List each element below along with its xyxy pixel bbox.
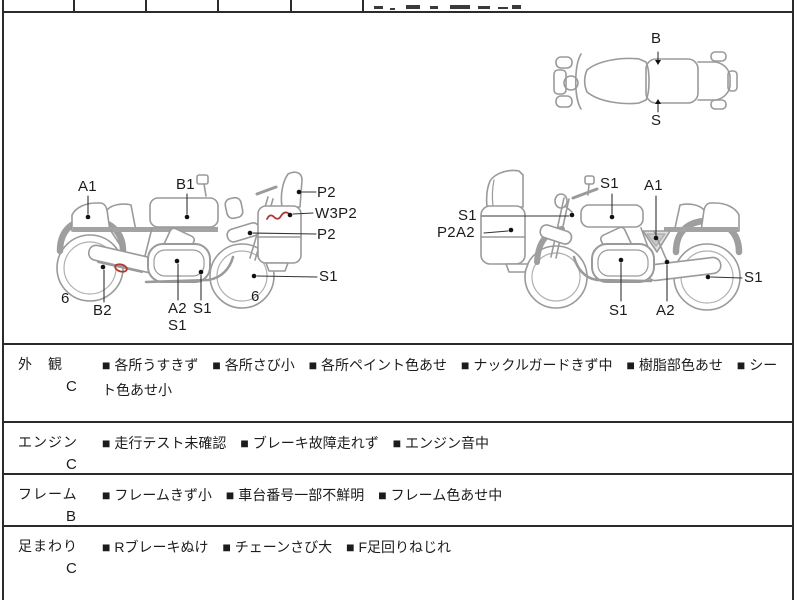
rightview-label-a2: A2 [656, 302, 675, 319]
table-row-exterior: 外 観 C ■ 各所うすきず ■ 各所さび小 ■ 各所ペイント色あせ ■ ナック… [4, 343, 793, 421]
row-category: 外 観 [18, 356, 63, 372]
leftview-label-b1: B1 [176, 176, 195, 193]
topview-label-s: S [651, 112, 662, 129]
sheet-left-border [2, 0, 4, 600]
front-fender [539, 224, 573, 245]
rightview-label-a1: A1 [644, 177, 663, 194]
rightview-label-s1-engine: S1 [609, 302, 628, 319]
front-box [480, 205, 526, 265]
leftview-label-b2: B2 [93, 302, 112, 319]
motorcycle-diagrams [56, 51, 743, 311]
frame-shade-band [73, 227, 218, 232]
cropped-header-row [2, 0, 794, 13]
leftview-label-p2-top: P2 [317, 184, 336, 201]
callout-lines [87, 51, 743, 303]
row-remarks: ■ 走行テスト未確認 ■ ブレーキ故障走れず ■ エンジン音中 [102, 435, 490, 451]
rightview-label-s1-top: S1 [600, 175, 619, 192]
row-remarks: ■ Rブレーキぬけ ■ チェーンさび大 ■ F足回りねじれ [102, 539, 451, 555]
row-remarks: ■ フレームきず小 ■ 車台番号一部不鮮明 ■ フレーム色あせ中 [102, 487, 503, 503]
cell-divider [145, 0, 147, 11]
table-row-frame: フレーム B ■ フレームきず小 ■ 車台番号一部不鮮明 ■ フレーム色あせ中 [4, 473, 793, 525]
row-category: フレーム [18, 486, 78, 502]
row-remarks: ■ 各所うすきず ■ 各所さび小 ■ 各所ペイント色あせ ■ ナックルガードきず… [102, 357, 778, 398]
table-row-engine: エンジン C ■ 走行テスト未確認 ■ ブレーキ故障走れず ■ エンジン音中 [4, 421, 793, 473]
frame-shade-band [664, 227, 738, 232]
motorcycle-top-view-drawing [553, 51, 738, 110]
leftview-label-6-right: 6 [251, 288, 260, 305]
rightview-label-s1-left: S1 [458, 207, 477, 224]
row-grade: B [66, 508, 77, 525]
cell-divider [362, 0, 364, 11]
row-grade: C [66, 378, 77, 395]
damage-mark-muffler [114, 263, 128, 273]
cell-divider [73, 0, 75, 11]
damage-mark-windscreen [266, 211, 289, 220]
leftview-label-a1: A1 [78, 178, 97, 195]
rightview-label-s1-rear: S1 [744, 269, 763, 286]
row-category: エンジン [18, 434, 78, 450]
cell-divider [217, 0, 219, 11]
leftview-label-a2: A2 [168, 300, 187, 317]
topview-label-b: B [651, 30, 662, 47]
damage-marks [114, 211, 289, 273]
leftview-label-w3p2: W3P2 [315, 205, 358, 222]
callout-dots [85, 60, 711, 280]
row-category: 足まわり [18, 538, 78, 554]
leftview-label-s1-mid: S1 [193, 300, 212, 317]
row-grade: C [66, 560, 77, 577]
headlight [224, 196, 244, 220]
illegible-text-fragment [364, 0, 784, 11]
row-grade: C [66, 456, 77, 473]
leftview-label-p2-mid: P2 [317, 226, 336, 243]
leftview-label-6-left: 6 [61, 290, 70, 307]
leftview-label-s1-below: S1 [168, 317, 187, 334]
windscreen [485, 169, 524, 208]
table-row-undercarriage: 足まわり C ■ Rブレーキぬけ ■ チェーンさび大 ■ F足回りねじれ [4, 525, 793, 600]
condition-table: 外 観 C ■ 各所うすきず ■ 各所さび小 ■ 各所ペイント色あせ ■ ナック… [4, 343, 793, 600]
sheet-right-border [792, 0, 794, 600]
leftview-label-s1-front: S1 [319, 268, 338, 285]
muffler [646, 256, 722, 282]
windscreen [280, 171, 303, 208]
rightview-label-p2a2: P2A2 [437, 224, 475, 241]
motorcycle-left-side-drawing [56, 171, 303, 309]
cell-divider [290, 0, 292, 11]
front-box [257, 205, 302, 264]
